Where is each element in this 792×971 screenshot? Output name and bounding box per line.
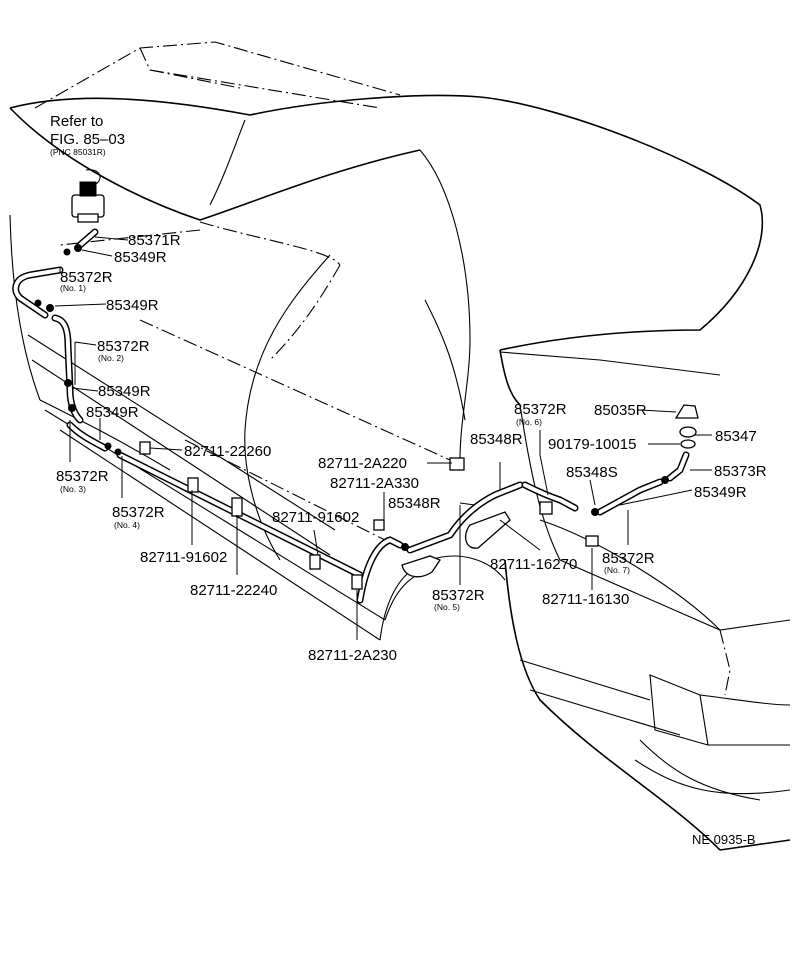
part-label-sub: (No. 2) <box>98 353 124 363</box>
part-label: 85035R <box>594 402 647 419</box>
leader-lines <box>54 236 712 640</box>
part-label-sub: (No. 5) <box>434 602 460 612</box>
part-label: 82711-2A220 <box>318 455 407 472</box>
part-label: 85349R <box>98 383 151 400</box>
reference-note: Refer to FIG. 85–03 (PNC 85031R) <box>50 113 125 157</box>
part-label-sub: (No. 1) <box>60 283 86 293</box>
part-label: 85348S <box>566 464 618 481</box>
part-label: 85372R <box>112 504 165 521</box>
part-label: 90179-10015 <box>548 436 636 453</box>
part-label: 85372R <box>602 550 655 567</box>
drawing-code: NE 0935-B <box>692 832 756 847</box>
part-label: 85373R <box>714 463 767 480</box>
part-label: 82711-16130 <box>542 591 629 608</box>
part-label: 82711-22240 <box>190 582 277 599</box>
part-label-sub: (No. 7) <box>604 565 630 575</box>
part-label: 85372R <box>56 468 109 485</box>
part-label: 85347 <box>715 428 757 445</box>
hose-joint-icon <box>34 244 669 551</box>
part-label: 85348R <box>388 495 441 512</box>
clamp-icon <box>139 441 599 590</box>
part-label: 82711-91602 <box>140 549 227 566</box>
part-label: 82711-22260 <box>184 443 271 460</box>
reference-line-2: FIG. 85–03 <box>50 131 125 148</box>
part-label: 85348R <box>470 431 523 448</box>
part-label: 85372R <box>514 401 567 418</box>
part-label: 85372R <box>97 338 150 355</box>
part-label: 85371R <box>128 232 181 249</box>
part-label: 85372R <box>432 587 485 604</box>
part-label: 85349R <box>86 404 139 421</box>
part-label-sub: (No. 6) <box>516 417 542 427</box>
part-label: 82711-2A230 <box>308 647 397 664</box>
part-label-sub: (No. 4) <box>114 520 140 530</box>
washer-nozzle-icon <box>674 404 699 449</box>
car-body <box>9 41 791 851</box>
part-label-sub: (No. 3) <box>60 484 86 494</box>
part-label: 85349R <box>106 297 159 314</box>
washer-motor-icon <box>71 169 105 223</box>
part-label: 85349R <box>694 484 747 501</box>
reference-line-1: Refer to <box>50 113 103 130</box>
bent-hose-icon <box>401 511 511 578</box>
parts <box>34 169 699 590</box>
part-label: 85372R <box>60 269 113 286</box>
part-label: 82711-91602 <box>272 509 359 526</box>
part-labels: 85371R 85349R 85372R (No. 1) 85349R 8537… <box>56 232 767 664</box>
part-label: 82711-2A330 <box>330 475 419 492</box>
part-label: 82711-16270 <box>490 556 577 573</box>
reference-line-3: (PNC 85031R) <box>50 147 106 157</box>
part-label: 85349R <box>114 249 167 266</box>
